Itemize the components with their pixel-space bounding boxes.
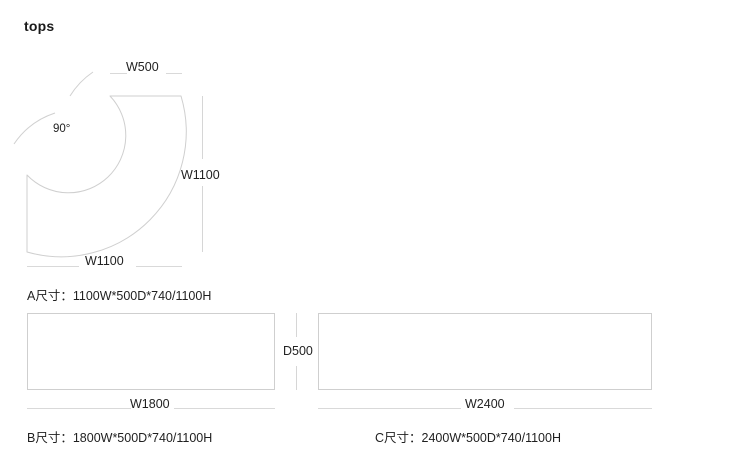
- rect-top-2400: [318, 313, 652, 390]
- dimension-line-w500-right: [166, 73, 182, 74]
- dimension-line-w1800-left: [27, 408, 131, 409]
- dimension-line-w1100-vertical-top: [202, 96, 203, 159]
- dimension-label-w1100-bottom: W1100: [85, 254, 124, 268]
- spec-caption-b: B尺寸：1800W*500D*740/1100H: [27, 431, 213, 445]
- dimension-line-w500-left: [110, 73, 127, 74]
- dimension-line-w1100-bottom-left: [27, 266, 79, 267]
- angle-arc-upper: [69, 71, 94, 97]
- spec-caption-c: C尺寸：2400W*500D*740/1100H: [375, 431, 561, 445]
- angle-label-90: 90°: [53, 123, 71, 135]
- dimension-line-w2400-left: [318, 408, 461, 409]
- dimension-line-d500-top: [296, 313, 297, 337]
- dimension-label-w2400: W2400: [465, 397, 505, 411]
- figure-corner-top: [0, 40, 300, 290]
- dimension-line-w1100-bottom-right: [136, 266, 182, 267]
- spec-caption-a: A尺寸：1100W*500D*740/1100H: [27, 289, 212, 303]
- dimension-label-w1100-right: W1100: [181, 168, 220, 182]
- dimension-line-w1100-vertical-bottom: [202, 186, 203, 252]
- corner-top-outline: [26, 95, 187, 258]
- dimension-line-w2400-right: [514, 408, 652, 409]
- corner-top-shape: [13, 71, 187, 258]
- dimension-line-d500-bottom: [296, 366, 297, 390]
- dimension-line-w1800-right: [174, 408, 275, 409]
- dimension-label-d500: D500: [283, 344, 313, 358]
- dimension-label-w500: W500: [126, 60, 159, 74]
- rect-top-1800: [27, 313, 275, 390]
- page-title: tops: [24, 18, 55, 34]
- angle-arc-lower: [13, 112, 56, 145]
- dimension-label-w1800: W1800: [130, 397, 170, 411]
